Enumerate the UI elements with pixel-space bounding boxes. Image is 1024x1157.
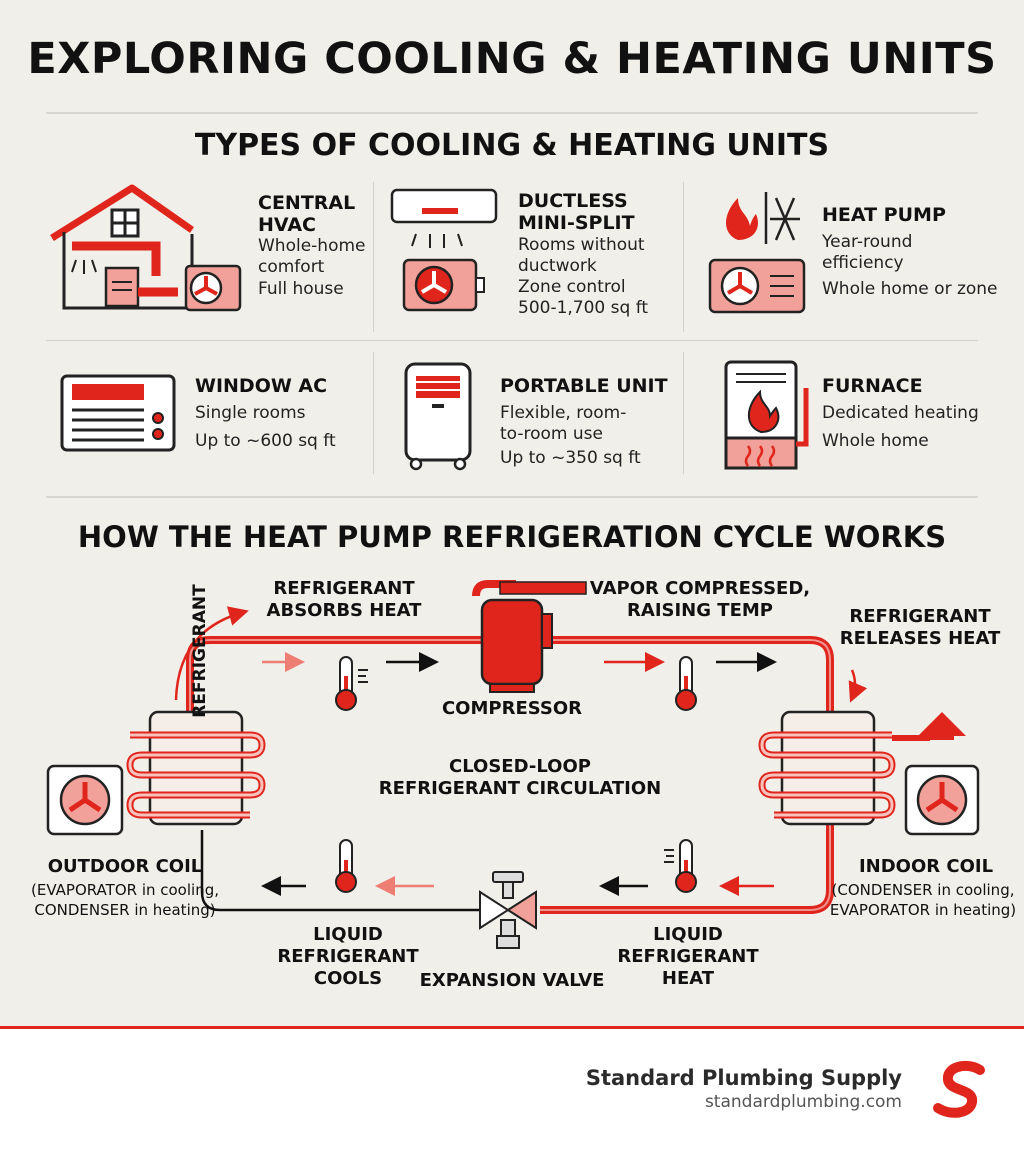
card-name-ductless-mini-split: DUCTLESS MINI-SPLIT: [518, 190, 635, 234]
card-desc-ductless-mini-split: Rooms without ductwork: [518, 235, 645, 276]
row-divider: [46, 340, 978, 341]
portable-unit-icon: [398, 360, 478, 472]
outdoor-coil-sublabel: (EVAPORATOR in cooling, CONDENSER in hea…: [31, 881, 219, 919]
liquid-cools-label: LIQUID REFRIGERANT COOLS: [277, 924, 419, 989]
compressor-label: COMPRESSOR: [441, 698, 583, 719]
s-logo-icon: [928, 1060, 992, 1124]
column-divider: [373, 352, 374, 474]
card-coverage-central-hvac: Full house: [258, 279, 344, 299]
vapor-compressed-label: VAPOR COMPRESSED, RAISING TEMP: [589, 578, 811, 621]
liquid-heat-label: LIQUID REFRIGERANT HEAT: [617, 924, 759, 989]
column-divider: [683, 182, 684, 332]
title-divider: [46, 112, 978, 114]
card-coverage-ductless-mini-split: Zone control 500-1,700 sq ft: [518, 277, 649, 318]
brand-name: Standard Plumbing Supply: [585, 1066, 902, 1090]
releases-heat-label: REFRIGERANT RELEASES HEAT: [839, 606, 1001, 649]
card-name-heat-pump: HEAT PUMP: [822, 204, 946, 226]
column-divider: [683, 352, 684, 474]
section-divider: [46, 496, 978, 498]
refrigerant-vertical-label: REFRIGERANT: [190, 584, 210, 718]
heat-pump-icon: [704, 184, 810, 314]
indoor-coil-label: INDOOR COIL: [858, 856, 994, 877]
card-name-window-ac: WINDOW AC: [195, 375, 328, 397]
mini-split-icon: [386, 182, 504, 314]
outdoor-coil-label: OUTDOOR COIL: [47, 856, 203, 877]
expansion-valve-label: EXPANSION VALVE: [419, 970, 605, 991]
card-coverage-portable-unit: Up to ~350 sq ft: [500, 448, 641, 468]
indoor-coil-sublabel: (CONDENSER in cooling, EVAPORATOR in hea…: [829, 881, 1017, 919]
card-desc-heat-pump: Year-round efficiency: [822, 232, 913, 273]
card-name-central-hvac: CENTRAL HVAC: [258, 192, 356, 236]
card-coverage-furnace: Whole home: [822, 431, 929, 451]
card-name-furnace: FURNACE: [822, 375, 923, 397]
refrigeration-cycle-diagram: [0, 560, 1024, 1020]
card-desc-central-hvac: Whole-home comfort: [258, 236, 366, 277]
card-coverage-window-ac: Up to ~600 sq ft: [195, 431, 336, 451]
cycle-heading: HOW THE HEAT PUMP REFRIGERATION CYCLE WO…: [77, 520, 947, 554]
furnace-icon: [722, 358, 812, 472]
page-title: EXPLORING COOLING & HEATING UNITS: [27, 34, 997, 84]
house-hvac-icon: [46, 180, 246, 320]
column-divider: [373, 182, 374, 332]
brand-url[interactable]: standardplumbing.com: [704, 1092, 902, 1112]
footer: [0, 1026, 1024, 1157]
closed-loop-label: CLOSED-LOOP REFRIGERANT CIRCULATION: [378, 756, 662, 799]
card-desc-furnace: Dedicated heating: [822, 403, 979, 423]
card-desc-portable-unit: Flexible, room- to-room use: [500, 403, 627, 444]
card-name-portable-unit: PORTABLE UNIT: [500, 375, 668, 397]
types-heading: TYPES OF COOLING & HEATING UNITS: [194, 128, 830, 163]
window-ac-icon: [58, 370, 178, 456]
absorbs-heat-label: REFRIGERANT ABSORBS HEAT: [266, 578, 422, 621]
card-desc-window-ac: Single rooms: [195, 403, 306, 423]
card-coverage-heat-pump: Whole home or zone: [822, 279, 998, 299]
